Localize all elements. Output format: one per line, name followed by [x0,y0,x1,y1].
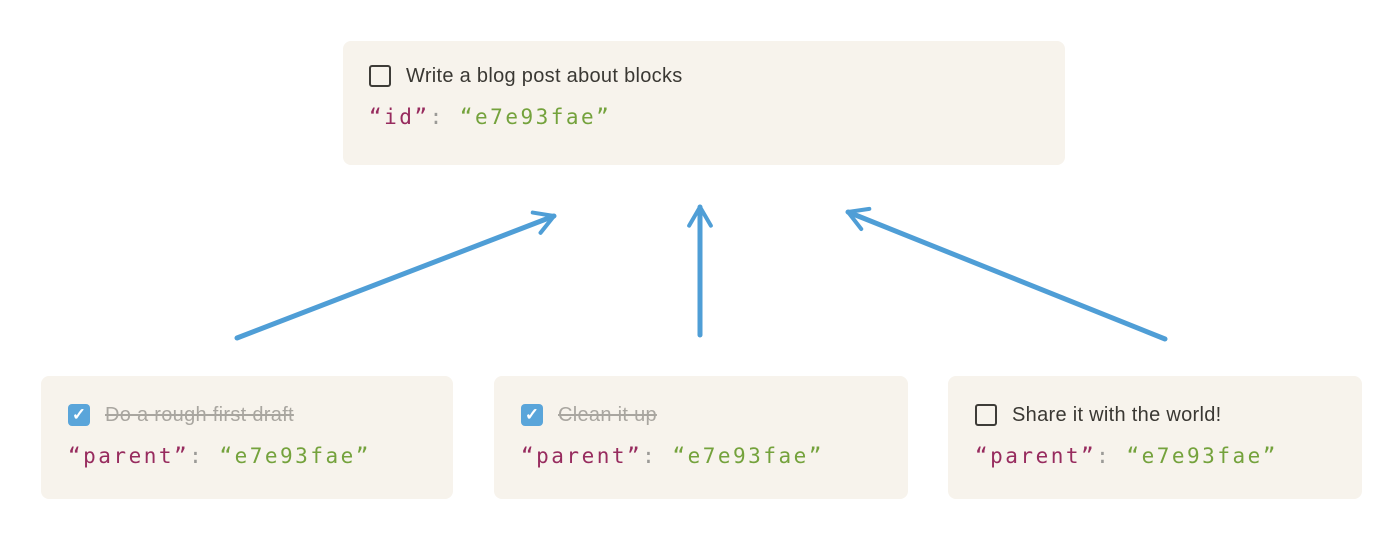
code-line: “parent”: “e7e93fae” [68,443,453,469]
child-task-card-3: Share it with the world! “parent”: “e7e9… [948,376,1362,499]
code-line: “id”: “e7e93fae” [369,104,1065,130]
checkbox-icon[interactable] [975,404,997,426]
child-task-card-2: ✓ Clean it up “parent”: “e7e93fae” [494,376,908,499]
child-task-card-1: ✓ Do a rough first draft “parent”: “e7e9… [41,376,453,499]
arrow-child1-to-parent [234,210,557,341]
parent-task-card: Write a blog post about blocks “id”: “e7… [343,41,1065,165]
code-value: “e7e93fae” [672,444,824,468]
task-label: Clean it up [558,403,657,426]
code-key: “parent” [68,444,190,468]
task-label: Do a rough first draft [105,403,294,426]
checkmark-icon: ✓ [524,404,540,424]
code-line: “parent”: “e7e93fae” [975,443,1362,469]
code-value: “e7e93fae” [459,105,612,129]
checkbox-icon[interactable]: ✓ [521,404,543,426]
code-colon: : [642,444,658,468]
checkbox-icon[interactable] [369,65,391,87]
arrow-child3-to-parent [845,206,1168,342]
checkmark-icon: ✓ [71,404,87,424]
task-row: Share it with the world! [975,403,1362,427]
code-colon: : [189,444,205,468]
code-colon: : [429,105,445,129]
code-key: “id” [369,105,430,129]
code-key: “parent” [975,444,1097,468]
code-value: “e7e93fae” [1126,444,1278,468]
task-label: Write a blog post about blocks [406,64,683,87]
code-key: “parent” [521,444,643,468]
task-row: ✓ Clean it up [521,403,908,427]
code-value: “e7e93fae” [219,444,371,468]
task-row: ✓ Do a rough first draft [68,403,453,427]
task-row: Write a blog post about blocks [369,64,1065,88]
code-line: “parent”: “e7e93fae” [521,443,908,469]
code-colon: : [1096,444,1112,468]
task-label: Share it with the world! [1012,403,1222,426]
checkbox-icon[interactable]: ✓ [68,404,90,426]
